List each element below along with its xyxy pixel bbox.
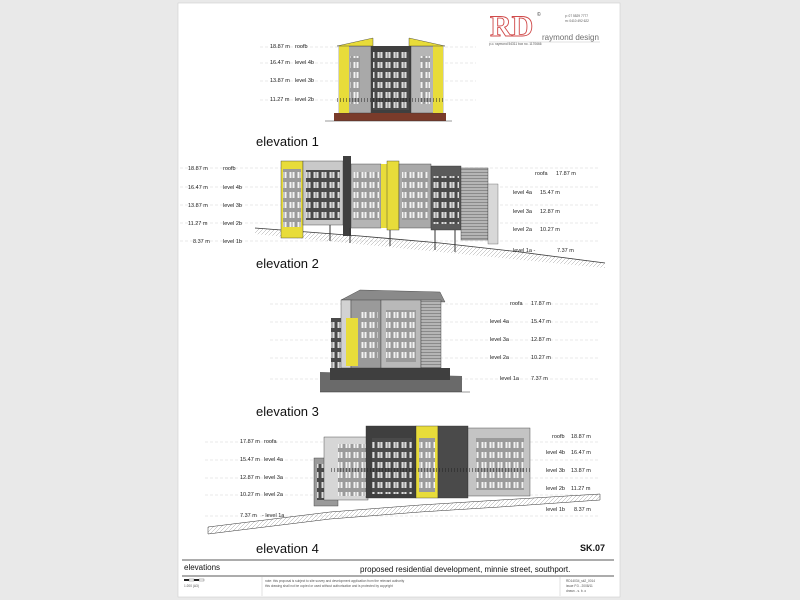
sheet-id: SK.07 xyxy=(580,543,605,553)
elevation-4-levels-right: roofb 18.87 m level 4b 16.47 m level 3b … xyxy=(546,434,591,513)
level-name: roofa xyxy=(510,301,523,307)
elevation-3-drawing xyxy=(270,289,600,393)
elevation-2-title: elevation 2 xyxy=(256,256,319,271)
copyright-line2: this drawing shall not be copied or used… xyxy=(265,584,393,588)
project-title: proposed residential development, minnie… xyxy=(360,565,570,574)
level-name: level 3b xyxy=(223,203,242,209)
level-height: 17.87 m xyxy=(556,171,576,177)
level-name: level 3b xyxy=(546,468,565,474)
elevation-4-title: elevation 4 xyxy=(256,541,319,556)
level-name: level 2a xyxy=(490,355,510,361)
level-height: 10.27 m xyxy=(540,227,560,233)
level-name: level 2a xyxy=(264,492,284,498)
logo-mark-text: RD xyxy=(490,10,533,43)
logo-trademark: © xyxy=(537,11,541,18)
level-height: 10.27 m xyxy=(240,492,260,498)
level-height: 11.27 m xyxy=(270,97,290,103)
scale-note: 1:200 (A3) xyxy=(184,584,199,588)
level-height: 13.87 m xyxy=(571,468,591,474)
level-name: roofb xyxy=(223,166,236,172)
level-height: 11.27 m xyxy=(571,486,591,492)
elevation-2-levels-left: 18.87 m roofb 16.47 m level 4b 13.87 m l… xyxy=(188,166,242,245)
logo-address: p.o. raymond 54311 box no. 1170666 xyxy=(489,42,542,46)
level-height: 8.37 m xyxy=(193,239,210,245)
elevation-4-drawing xyxy=(205,425,601,535)
level-height: 16.47 m xyxy=(571,450,591,456)
drawn-line: drawn - s. b. o xyxy=(566,589,586,593)
level-name: level 3a xyxy=(490,337,510,343)
level-name: level 1a - xyxy=(513,248,535,254)
level-height: 18.87 m xyxy=(188,166,208,172)
level-height: 7.37 m xyxy=(557,248,574,254)
drawing-ref: RD14034_sk2_0014 xyxy=(566,579,595,583)
level-name: level 4a xyxy=(264,457,284,463)
level-name: - level 1a xyxy=(262,513,285,519)
scale-bar: 1:200 (A3) xyxy=(184,578,205,588)
sheet-title: elevations xyxy=(184,563,220,572)
level-name: level 1a xyxy=(500,376,520,382)
level-name: level 4b xyxy=(223,185,242,191)
level-height: 7.37 m xyxy=(531,376,548,382)
level-height: 13.87 m xyxy=(270,78,290,84)
level-height: 11.27 m xyxy=(188,221,208,227)
elevation-1-drawing xyxy=(260,37,476,122)
level-height: 7.37 m xyxy=(240,513,257,519)
level-name: roofb xyxy=(552,434,565,440)
copyright-line1: note: this proposal is subject to site s… xyxy=(265,579,405,583)
level-height: 15.47 m xyxy=(540,190,560,196)
level-name: level 2b xyxy=(295,97,314,103)
level-name: roofa xyxy=(535,171,548,177)
level-name: level 3a xyxy=(513,209,533,215)
level-height: 18.87 m xyxy=(571,434,591,440)
level-height: 16.47 m xyxy=(270,60,290,66)
level-height: 17.87 m xyxy=(531,301,551,307)
level-height: 12.87 m xyxy=(531,337,551,343)
level-height: 8.37 m xyxy=(574,507,591,513)
elevation-1-levels-left: 18.87 m roofb 16.47 m level 4b 13.87 m l… xyxy=(270,44,314,103)
level-height: 13.87 m xyxy=(188,203,208,209)
level-name: level 4b xyxy=(546,450,565,456)
elevation-2-levels-right: roofa 17.87 m level 4a 15.47 m level 3a … xyxy=(513,171,576,254)
elevation-2-drawing xyxy=(180,156,606,268)
level-name: roofa xyxy=(264,439,277,445)
level-height: 17.87 m xyxy=(240,439,260,445)
level-name: roofb xyxy=(295,44,308,50)
elevation-3-title: elevation 3 xyxy=(256,404,319,419)
issue-line: issue P.3 - 2008/11 xyxy=(566,584,593,588)
level-height: 18.87 m xyxy=(270,44,290,50)
elevation-4-levels-left: 17.87 m roofa 15.47 m level 4a 12.87 m l… xyxy=(240,439,285,519)
level-height: 10.27 m xyxy=(531,355,551,361)
level-name: level 2b xyxy=(223,221,242,227)
level-name: level 4a xyxy=(490,319,510,325)
level-height: 12.87 m xyxy=(240,475,260,481)
level-name: level 4a xyxy=(513,190,533,196)
elevation-3-levels-right: roofa 17.87 m level 4a 15.47 m level 3a … xyxy=(490,301,551,382)
level-name: level 2b xyxy=(546,486,565,492)
level-name: level 1b xyxy=(546,507,565,513)
level-name: level 4b xyxy=(295,60,314,66)
level-name: level 3b xyxy=(295,78,314,84)
level-height: 15.47 m xyxy=(240,457,260,463)
logo-mark: RD © xyxy=(490,10,541,44)
elevation-1-title: elevation 1 xyxy=(256,134,319,149)
logo: RD © p: 07 5529 7777 m: 0410 492 622 ray… xyxy=(489,10,600,46)
logo-name: raymond design xyxy=(542,33,599,42)
level-height: 15.47 m xyxy=(531,319,551,325)
logo-contact-line2: m: 0410 492 622 xyxy=(565,19,589,23)
logo-contact-line1: p: 07 5529 7777 xyxy=(565,14,588,18)
title-block: SK.07 elevations proposed residential de… xyxy=(182,543,614,596)
level-name: level 1b xyxy=(223,239,242,245)
level-height: 12.87 m xyxy=(540,209,560,215)
level-height: 16.47 m xyxy=(188,185,208,191)
level-name: level 3a xyxy=(264,475,284,481)
level-name: level 2a xyxy=(513,227,533,233)
